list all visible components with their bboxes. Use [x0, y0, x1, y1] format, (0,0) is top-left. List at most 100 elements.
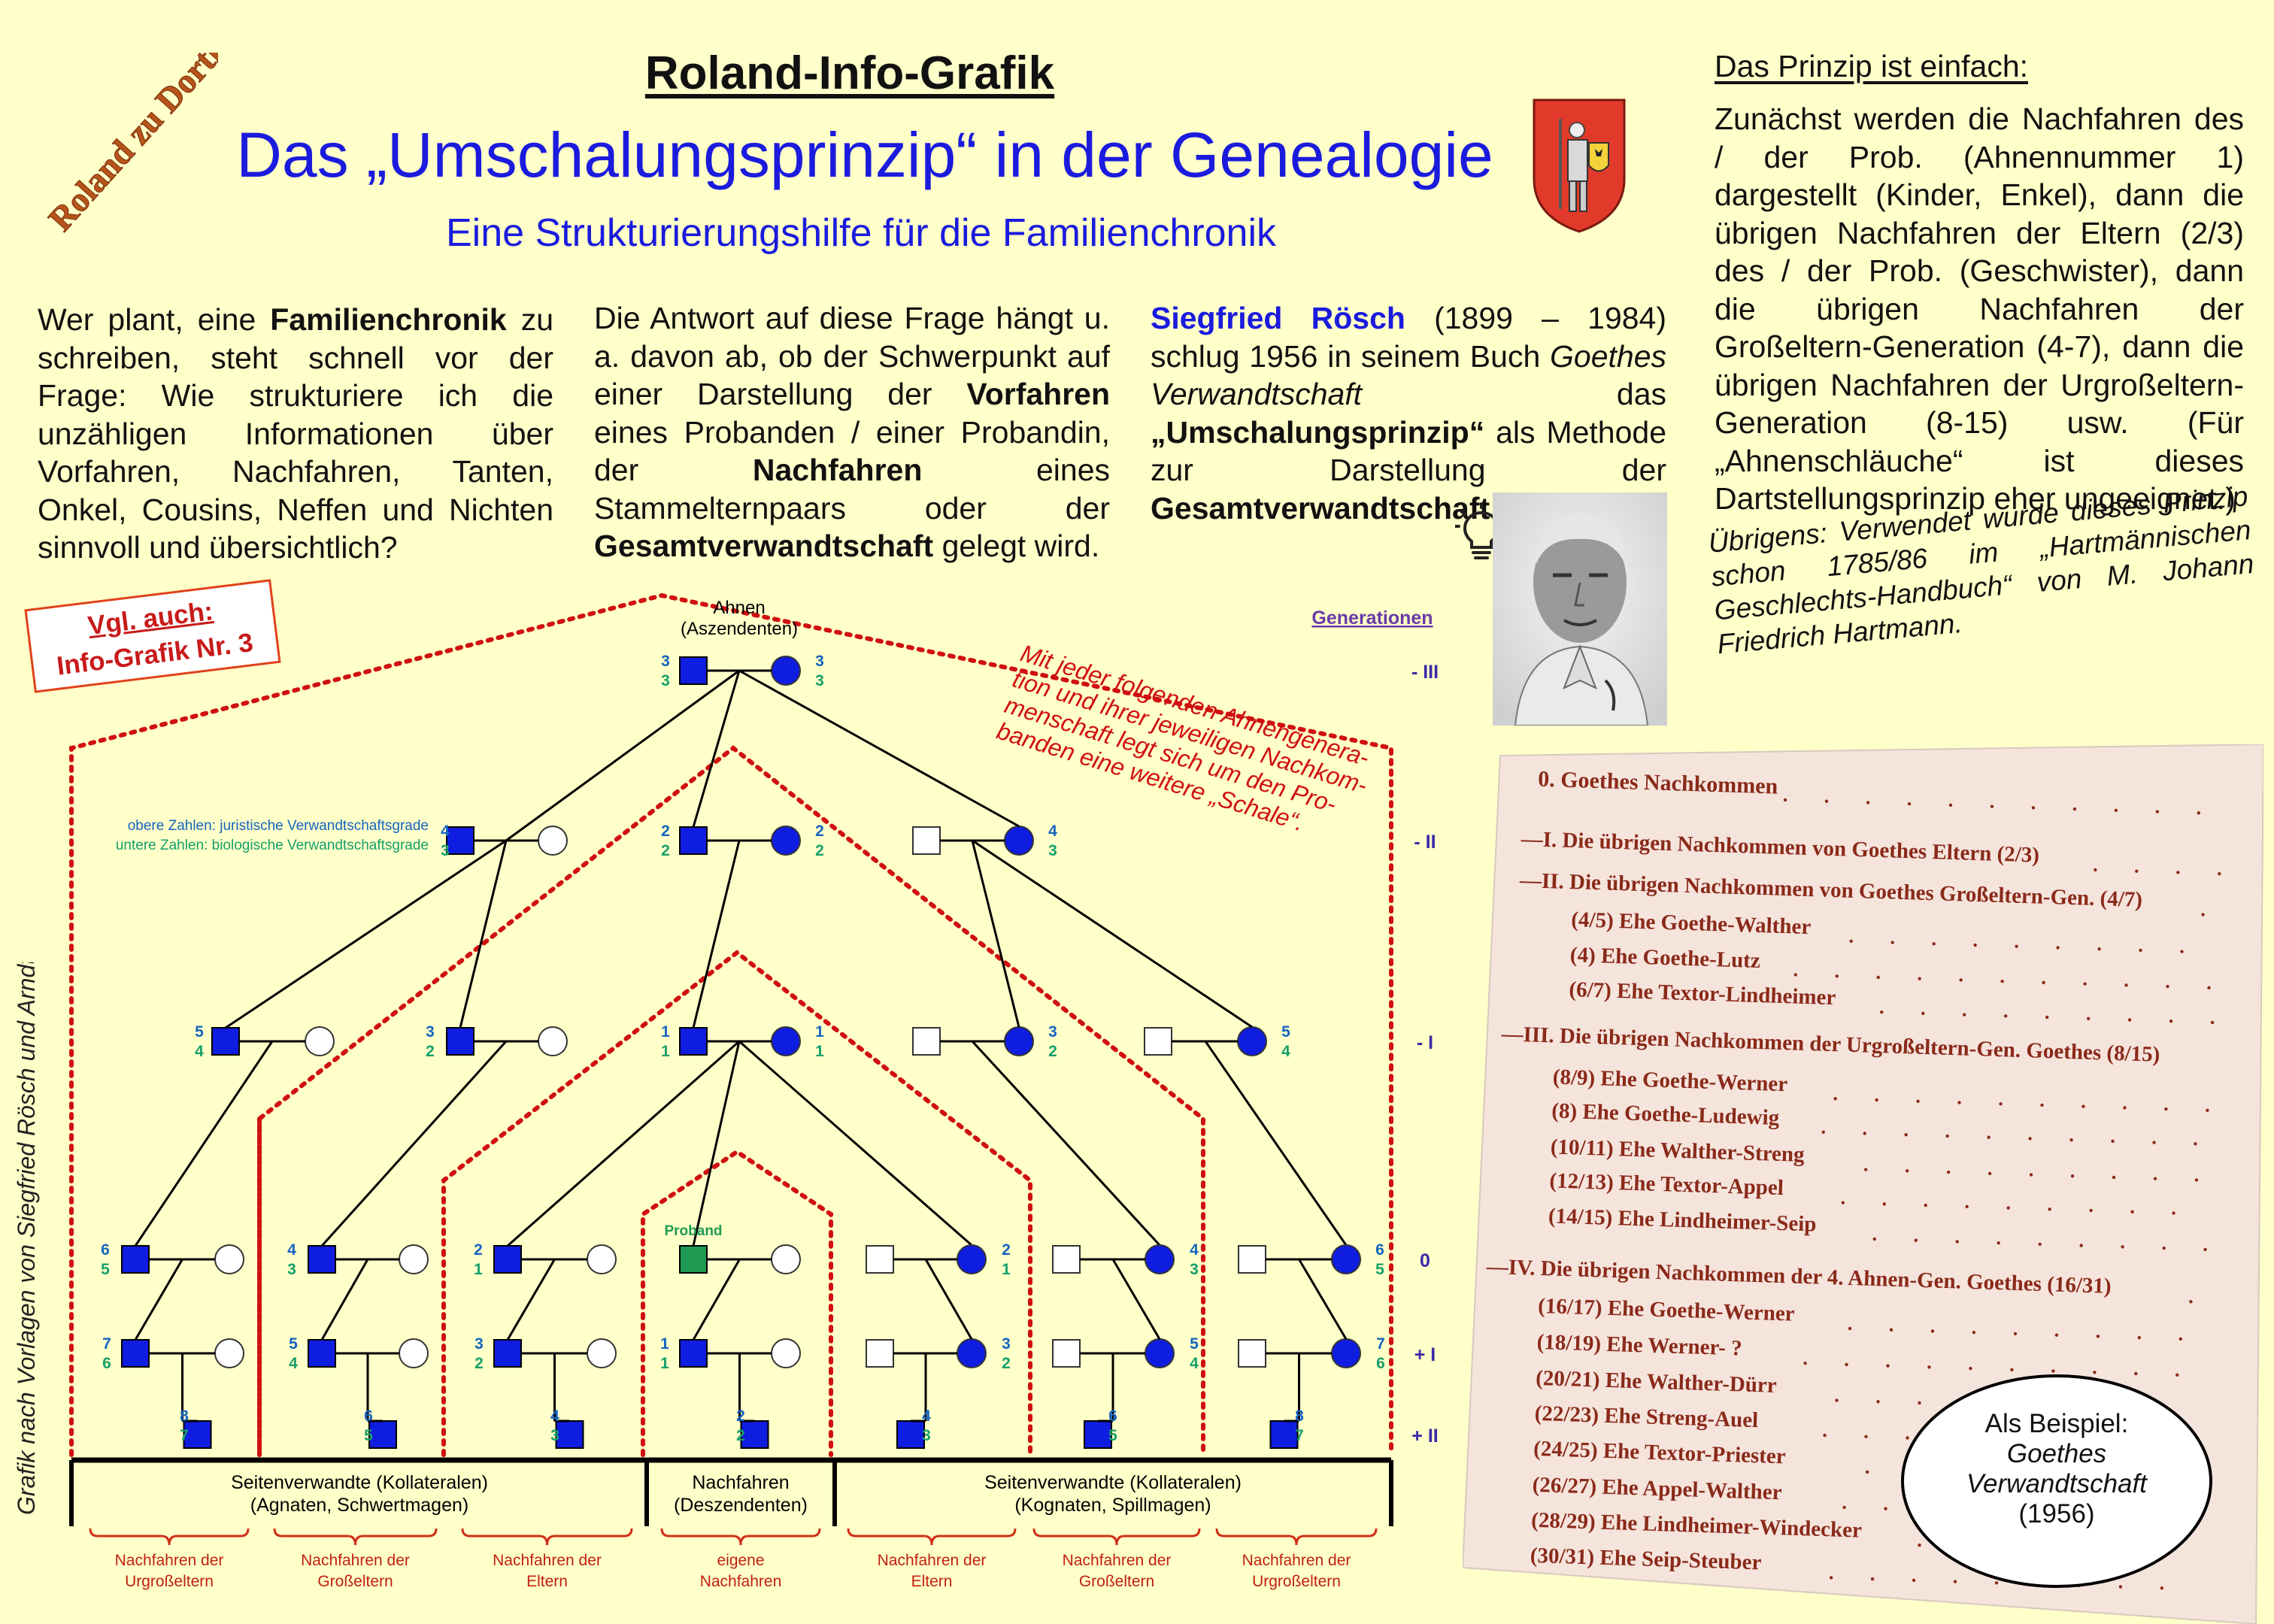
coat-of-arms-icon — [1533, 98, 1626, 233]
leader-dot — [1997, 1241, 2000, 1245]
leader-dot — [2112, 1175, 2116, 1180]
male-symbol — [912, 826, 941, 855]
male-symbol — [446, 826, 475, 855]
leader-dot — [1835, 1398, 1839, 1402]
num-g1d-upper: 3 — [1048, 1023, 1057, 1041]
credit-text: Grafik nach Vorlagen von Siegfried Rösch… — [13, 962, 40, 1515]
leader-dot — [2130, 1210, 2134, 1213]
leader-dot — [1907, 801, 1912, 806]
female-symbol — [1145, 1244, 1175, 1274]
intro-column-1: Wer plant, eine Familienchronik zu schre… — [38, 301, 553, 567]
descent-line — [134, 1259, 183, 1341]
num-gp1-upper: 5 — [289, 1335, 298, 1353]
num-gp2-upper: 6 — [364, 1407, 373, 1425]
num-g0-upper: 4 — [1190, 1241, 1199, 1259]
series-title: Roland-Info-Grafik — [644, 47, 1055, 99]
male-symbol — [1144, 1027, 1172, 1056]
female-symbol — [771, 1244, 801, 1274]
leader-dot — [1999, 1101, 2003, 1106]
leader-dot — [1918, 977, 1921, 980]
leader-dot — [2194, 1178, 2199, 1182]
leader-dot — [2079, 1244, 2083, 1247]
group-label: Seitenverwandte (Kollateralen) — [984, 1472, 1242, 1493]
leader-dot — [1824, 799, 1829, 803]
num-gp1-lower: 1 — [660, 1355, 669, 1372]
col3-segment: (1899 – 1984) schlug 1956 in seinem Buch — [1151, 301, 1667, 374]
leader-dot — [1803, 1361, 1807, 1365]
num-g3-f-upper: 3 — [815, 653, 824, 670]
leader-dot — [1918, 1543, 1921, 1547]
descent-line — [225, 839, 507, 1029]
bracket-label: Nachfahren der — [878, 1552, 987, 1569]
leader-dot — [2015, 944, 2018, 948]
leader-dot — [1957, 1101, 1961, 1104]
leader-dot — [1882, 1202, 1886, 1206]
male-symbol — [368, 1420, 397, 1449]
num-g0-upper: 2 — [474, 1241, 483, 1259]
leader-dot — [2124, 983, 2128, 987]
male-symbol — [493, 1339, 522, 1368]
leader-dot — [2048, 1207, 2051, 1211]
leader-dot — [1972, 1331, 1976, 1335]
leader-dot — [1823, 1433, 1827, 1438]
leader-dot — [2028, 1137, 2032, 1141]
leader-dot — [1833, 1097, 1837, 1101]
leader-dot — [2006, 1206, 2010, 1210]
group-sub-label: (Kognaten, Spillmagen) — [1014, 1495, 1211, 1516]
leader-dot — [1849, 939, 1853, 944]
col2-segment: gelegt wird. — [933, 529, 1100, 563]
descent-line — [320, 1040, 508, 1247]
leader-dot — [1946, 1170, 1951, 1174]
generations-title: Generationen — [1311, 607, 1433, 629]
legend-lower: untere Zahlen: biologische Verwandtschaf… — [116, 838, 429, 853]
leader-dot — [1821, 1130, 1825, 1134]
intro-column-3: Siegfried Rösch (1899 – 1984) schlug 195… — [1151, 299, 1666, 527]
num-g1a-upper: 5 — [195, 1023, 204, 1041]
male-symbol — [679, 826, 708, 855]
bracket — [461, 1528, 633, 1546]
leader-dot — [1841, 1201, 1845, 1204]
col2-segment: Die Antwort auf diese Frage hängt u. a. … — [594, 301, 1110, 411]
leader-dot — [2160, 1586, 2164, 1590]
num-gp1-upper: 1 — [660, 1335, 669, 1353]
leader-dot — [2029, 1173, 2033, 1177]
leader-dot — [2093, 1371, 2097, 1374]
male-symbol — [121, 1245, 150, 1274]
male-symbol — [679, 1027, 708, 1056]
num-gp1-lower: 2 — [1002, 1355, 1011, 1372]
shell-proband — [641, 1149, 833, 1457]
family-tree-diagram: 3333Ahnen(Aszendenten)Generationen432222… — [69, 592, 1439, 1590]
num-g3-f-lower: 3 — [815, 672, 824, 689]
male-symbol — [679, 1339, 708, 1368]
num-g0-lower: 1 — [1002, 1261, 1011, 1278]
col3-segment: Gesamtverwandtschaft — [1151, 490, 1490, 526]
legend-upper: obere Zahlen: juristische Verwandtschaft… — [128, 818, 429, 834]
leader-dot — [2045, 1015, 2049, 1020]
leader-dot — [2040, 1103, 2044, 1107]
descent-line — [738, 669, 1020, 828]
leader-dot — [1955, 1240, 1959, 1244]
proband-label: Proband — [664, 1223, 722, 1239]
female-symbol — [399, 1244, 429, 1274]
descent-line — [134, 1041, 274, 1247]
leader-dot — [1905, 1169, 1909, 1173]
num-gp1-upper: 3 — [1002, 1335, 1011, 1353]
col1-segment: zu schreiben, steht schnell vor der Frag… — [38, 302, 553, 565]
leader-dot — [2111, 1139, 2115, 1144]
num-g2b-f-lower: 2 — [815, 842, 824, 859]
female-symbol — [214, 1338, 244, 1368]
num-gp1-lower: 6 — [1376, 1355, 1385, 1372]
male-symbol — [1052, 1245, 1081, 1274]
descent-line — [971, 840, 1020, 1028]
male-symbol — [679, 656, 708, 685]
num-gp2-lower: 3 — [922, 1427, 931, 1444]
leader-dot — [1969, 1366, 1972, 1371]
leader-dot — [2070, 1174, 2075, 1178]
num-g1b-upper: 3 — [426, 1023, 435, 1041]
leader-dot — [2097, 947, 2101, 951]
leader-dot — [1872, 1237, 1876, 1241]
leader-dot — [2094, 868, 2097, 872]
descent-line — [692, 1041, 741, 1247]
num-g2b-m-lower: 2 — [661, 842, 670, 859]
leader-dot — [2051, 1369, 2055, 1373]
